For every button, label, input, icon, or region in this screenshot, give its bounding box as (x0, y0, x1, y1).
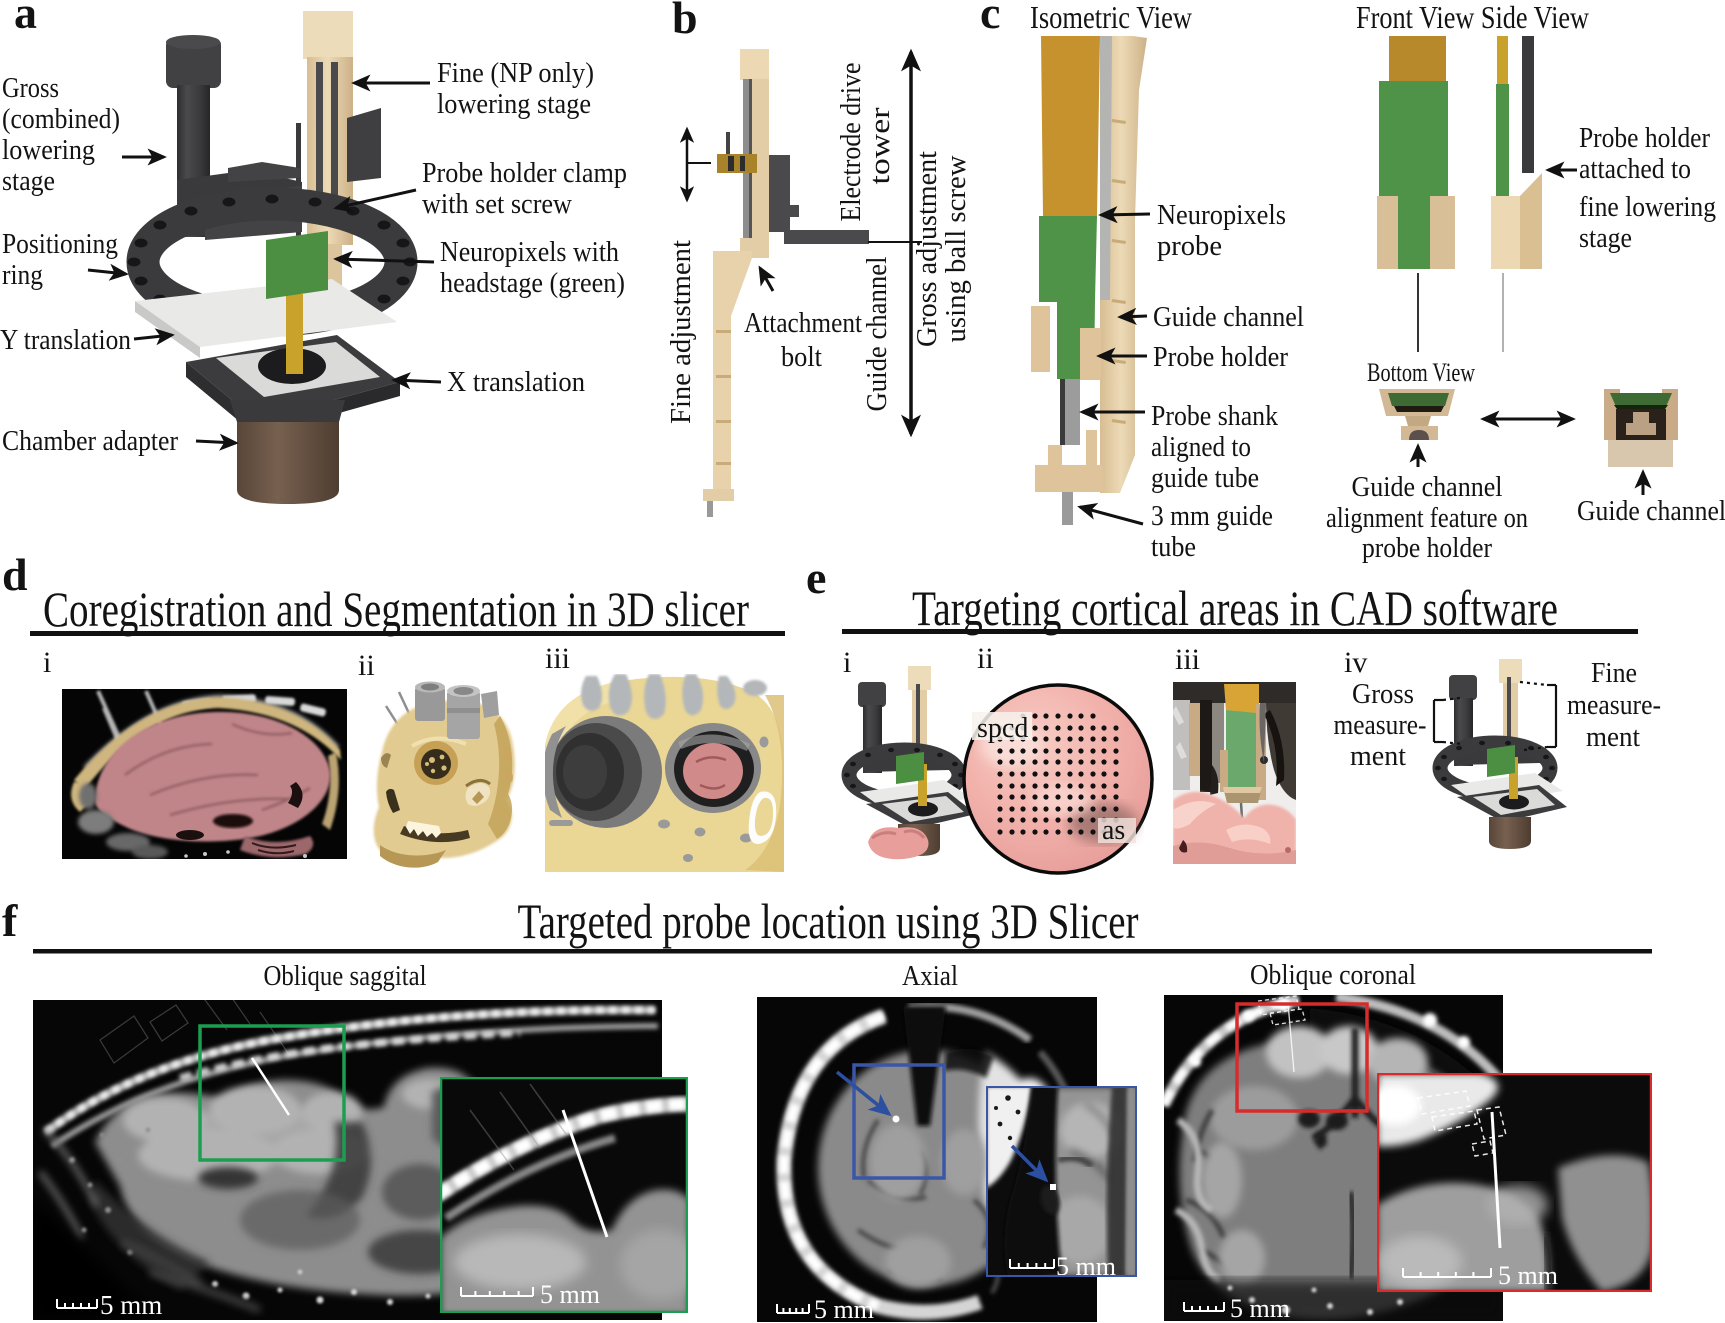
svg-text:Neuropixels with: Neuropixels with (440, 236, 619, 268)
svg-text:probe: probe (1157, 230, 1222, 262)
svg-text:Targeting cortical areas in CA: Targeting cortical areas in CAD software (912, 580, 1558, 636)
svg-text:Gross adjustment: Gross adjustment (911, 151, 943, 347)
svg-text:5 mm: 5 mm (1056, 1252, 1116, 1281)
svg-text:X translation: X translation (447, 366, 585, 398)
svg-text:Guide channel: Guide channel (1577, 495, 1725, 527)
svg-text:Oblique saggital: Oblique saggital (264, 960, 427, 992)
svg-text:Probe shank: Probe shank (1151, 400, 1278, 432)
svg-text:Guide channel: Guide channel (1352, 471, 1503, 503)
svg-text:i: i (843, 646, 851, 679)
svg-text:5 mm: 5 mm (814, 1295, 874, 1323)
svg-text:Fine adjustment: Fine adjustment (665, 240, 697, 424)
svg-text:stage: stage (1579, 222, 1632, 254)
svg-text:ment: ment (1350, 740, 1406, 772)
svg-text:headstage (green): headstage (green) (440, 267, 625, 299)
svg-text:(combined): (combined) (2, 103, 120, 135)
svg-text:spcd: spcd (977, 713, 1028, 744)
svg-text:iii: iii (545, 642, 570, 675)
svg-text:5 mm: 5 mm (1498, 1261, 1558, 1290)
svg-text:Chamber adapter: Chamber adapter (2, 425, 178, 457)
svg-text:Front View Side View: Front View Side View (1356, 0, 1589, 35)
svg-text:i: i (43, 646, 51, 679)
svg-text:Neuropixels: Neuropixels (1157, 199, 1286, 231)
svg-text:Axial: Axial (902, 960, 958, 992)
svg-text:a: a (14, 0, 37, 38)
svg-text:Y translation: Y translation (0, 324, 131, 356)
svg-text:c: c (980, 0, 1000, 38)
svg-text:b: b (672, 0, 698, 43)
svg-text:Isometric View: Isometric View (1030, 0, 1192, 35)
svg-text:as: as (1102, 815, 1125, 846)
svg-text:e: e (806, 552, 826, 603)
svg-text:tower: tower (864, 107, 896, 184)
svg-text:Positioning: Positioning (2, 228, 118, 260)
svg-text:aligned to: aligned to (1151, 431, 1251, 463)
svg-text:Gross: Gross (1352, 678, 1414, 710)
svg-text:ment: ment (1586, 721, 1640, 753)
svg-text:measure-: measure- (1334, 709, 1427, 741)
svg-text:measure-: measure- (1567, 689, 1661, 721)
svg-text:Oblique coronal: Oblique coronal (1250, 959, 1416, 991)
svg-text:Probe holder clamp: Probe holder clamp (422, 157, 627, 189)
svg-text:ring: ring (2, 259, 43, 291)
svg-text:using ball screw: using ball screw (940, 155, 972, 342)
svg-text:attached to: attached to (1579, 153, 1691, 185)
svg-text:3 mm guide: 3 mm guide (1151, 500, 1273, 532)
svg-text:alignment feature on: alignment feature on (1326, 502, 1528, 534)
svg-text:tube: tube (1151, 531, 1196, 563)
svg-text:fine lowering: fine lowering (1579, 191, 1716, 223)
svg-text:stage: stage (2, 165, 55, 197)
svg-text:Attachment: Attachment (744, 307, 862, 339)
svg-text:Coregistration and Segmentatio: Coregistration and Segmentation in 3D sl… (43, 581, 749, 637)
svg-text:probe holder: probe holder (1362, 532, 1492, 564)
svg-text:with set screw: with set screw (422, 188, 572, 220)
svg-text:ii: ii (358, 649, 375, 682)
svg-text:guide tube: guide tube (1151, 462, 1259, 494)
svg-text:Fine (NP only): Fine (NP only) (437, 57, 594, 89)
svg-text:Probe holder: Probe holder (1153, 341, 1288, 373)
svg-text:f: f (2, 895, 18, 946)
svg-text:Electrode drive: Electrode drive (835, 63, 867, 222)
svg-text:Targeted probe location using: Targeted probe location using 3D Slicer (518, 893, 1139, 949)
svg-text:5 mm: 5 mm (540, 1280, 600, 1309)
svg-text:Guide channel: Guide channel (1153, 301, 1304, 333)
svg-text:Guide channel: Guide channel (861, 257, 893, 412)
svg-text:ii: ii (977, 642, 994, 675)
svg-text:5 mm: 5 mm (100, 1290, 162, 1320)
svg-text:d: d (2, 549, 28, 600)
svg-text:iv: iv (1344, 646, 1367, 679)
svg-text:Gross: Gross (2, 72, 59, 104)
svg-text:bolt: bolt (781, 341, 822, 373)
svg-text:Probe holder: Probe holder (1579, 122, 1710, 154)
svg-text:5 mm: 5 mm (1230, 1294, 1290, 1323)
svg-text:lowering: lowering (2, 134, 95, 166)
svg-text:lowering stage: lowering stage (437, 88, 591, 120)
svg-text:iii: iii (1175, 643, 1200, 676)
svg-text:Fine: Fine (1591, 657, 1637, 689)
svg-text:Bottom View: Bottom View (1367, 358, 1475, 387)
